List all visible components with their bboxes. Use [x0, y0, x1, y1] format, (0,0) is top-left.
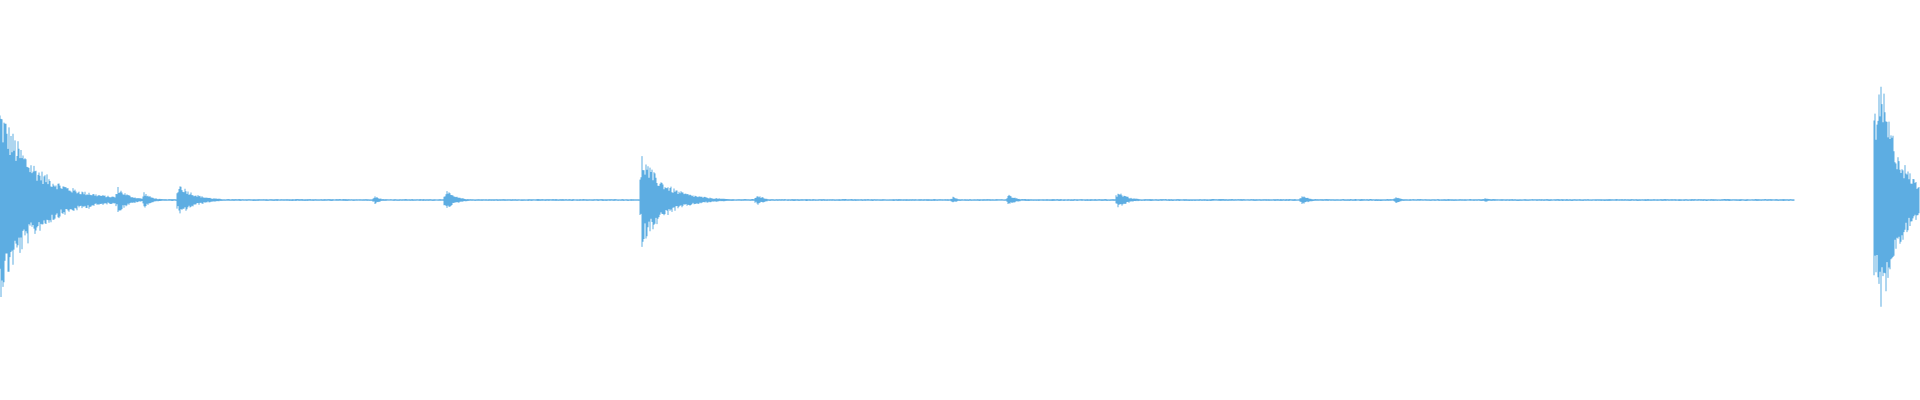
waveform-trace: [0, 86, 1920, 307]
waveform-path: [0, 86, 1920, 307]
